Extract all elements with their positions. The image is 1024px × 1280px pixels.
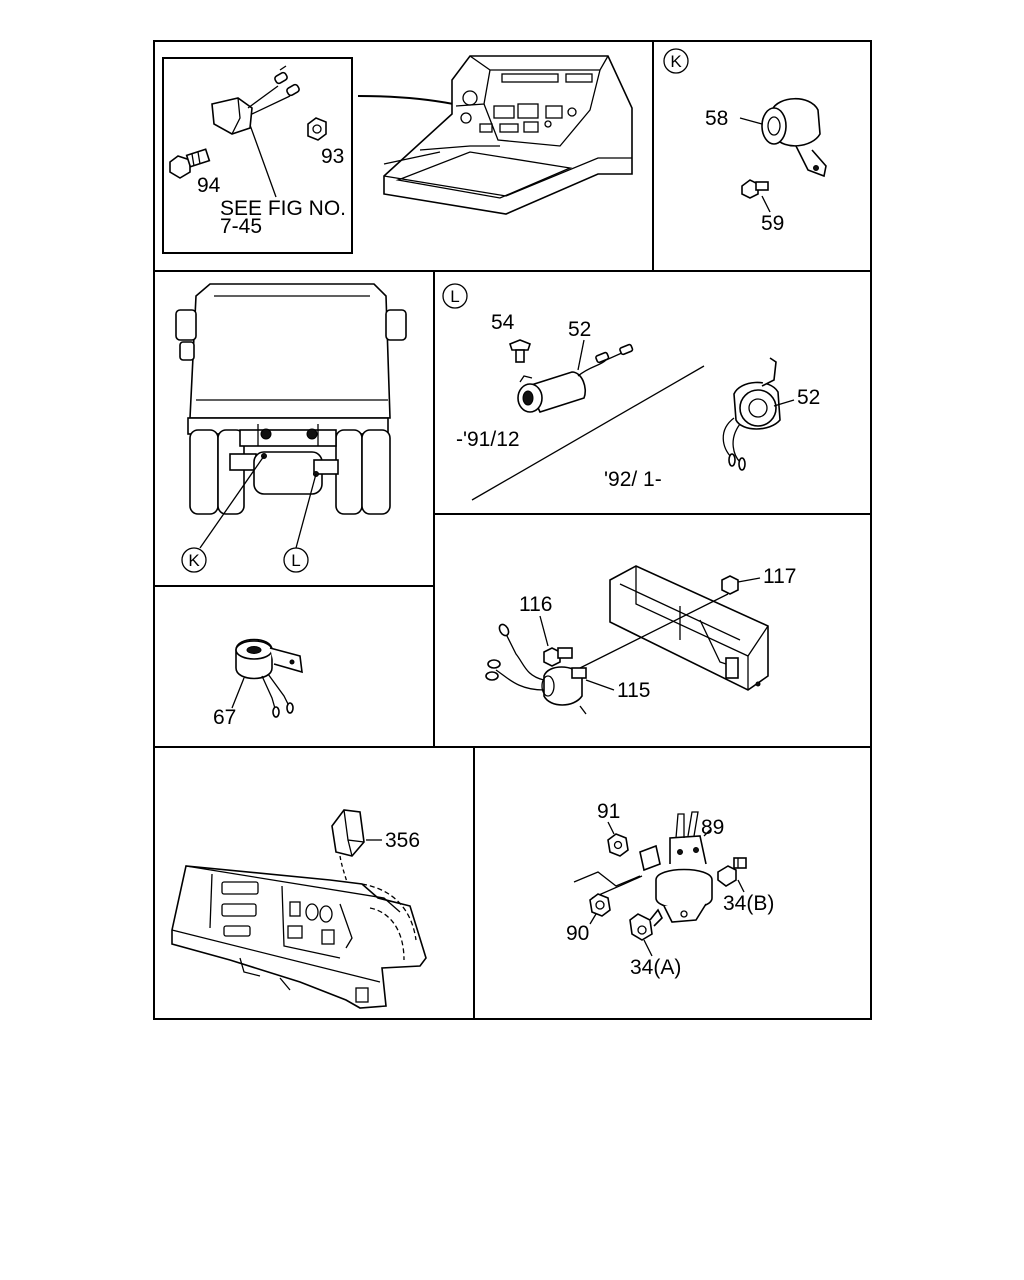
- label-89: 89: [701, 816, 724, 839]
- bolt-116: [543, 647, 573, 667]
- leader-l: [295, 473, 317, 549]
- connector-356: [331, 809, 365, 893]
- label-34a: 34(A): [630, 956, 681, 979]
- divider-diagonal: [471, 365, 705, 501]
- truck-body: [175, 283, 407, 515]
- marker-k-truck: K: [188, 551, 200, 570]
- marker-k-circle-2: [181, 547, 207, 573]
- terminal-34b: [717, 857, 747, 887]
- marker-l-circle-2: [442, 283, 468, 309]
- label-117: 117: [763, 565, 796, 588]
- panel-truck-rear: K L: [175, 283, 407, 573]
- dashboard-drawing: [383, 55, 633, 215]
- panel-bracket: 117 116 115: [485, 565, 796, 715]
- switch-connector: [211, 65, 300, 135]
- label-52-early: 52: [568, 318, 591, 341]
- panel-horn: 67: [213, 638, 303, 729]
- marker-l-circle: [283, 547, 309, 573]
- panel-k-relay: K 58 59: [663, 48, 827, 235]
- label-116: 116: [519, 593, 552, 616]
- relay-115: [485, 623, 587, 715]
- inset-box: [162, 57, 353, 254]
- marker-k-circle: [663, 48, 689, 74]
- relay-52-early: [517, 343, 634, 413]
- label-356: 356: [385, 829, 420, 852]
- label-94: 94: [197, 174, 221, 197]
- range-late: '92/ 1-: [604, 468, 662, 491]
- relay-58: [761, 98, 827, 178]
- relay-52-late: [722, 357, 781, 471]
- nut-93: [307, 117, 327, 141]
- range-early: -'91/12: [456, 428, 520, 451]
- horn-67: [235, 638, 303, 718]
- label-54: 54: [491, 311, 515, 334]
- bolt-90: [589, 893, 611, 917]
- leader-k: [199, 455, 265, 549]
- leader-7-45: [249, 124, 277, 198]
- label-93: 93: [321, 145, 344, 168]
- nut-91: [607, 833, 629, 857]
- bracket-frame: [609, 565, 769, 691]
- terminal-34a: [629, 908, 663, 941]
- nut-117: [721, 575, 739, 595]
- label-34b: 34(B): [723, 892, 774, 915]
- dash-panel-drawing: [171, 865, 427, 1009]
- marker-k: K: [670, 52, 682, 71]
- label-115: 115: [617, 679, 650, 702]
- relay-89: [639, 811, 713, 923]
- label-59: 59: [761, 212, 784, 235]
- marker-l-truck: L: [291, 551, 300, 570]
- panel-switch-dashboard: 94 93 SEE FIG NO. 7-45: [162, 55, 633, 254]
- label-58: 58: [705, 107, 728, 130]
- note-see-fig: SEE FIG NO.: [220, 197, 346, 220]
- relay-bracket-outline: [573, 871, 641, 887]
- panel-relay-assembly: 91 89 34(B) 90: [566, 800, 774, 979]
- bolt-94: [169, 148, 211, 179]
- panel-l-detail: L 54 52 -'91/12: [442, 283, 820, 501]
- note-fig-number: 7-45: [220, 215, 262, 238]
- label-52-late: 52: [797, 386, 820, 409]
- screw-59: [741, 179, 769, 199]
- marker-l: L: [450, 287, 459, 306]
- label-90: 90: [566, 922, 589, 945]
- label-91: 91: [597, 800, 620, 823]
- screw-54: [509, 339, 531, 363]
- label-67: 67: [213, 706, 236, 729]
- panel-dash: 356: [171, 809, 427, 1009]
- panel-grid: [153, 40, 872, 1020]
